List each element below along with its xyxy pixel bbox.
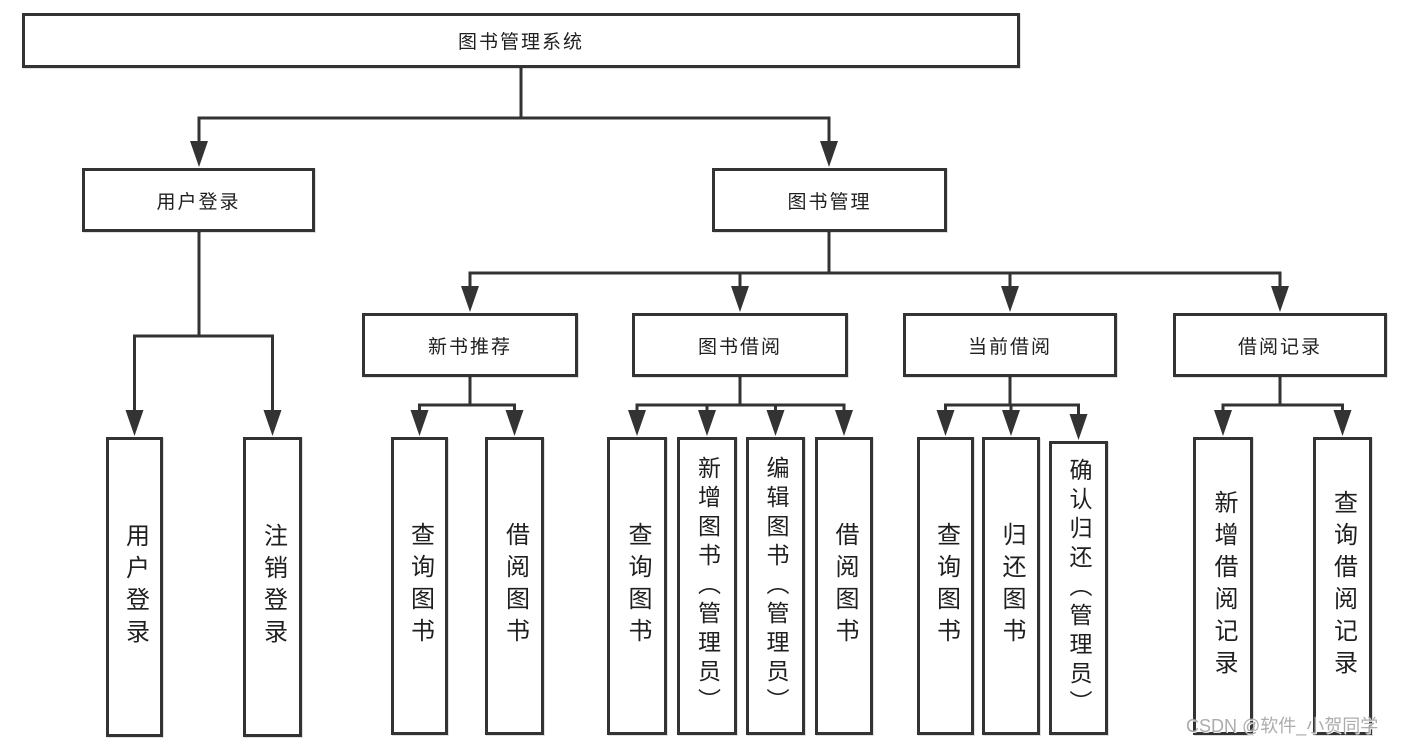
node-label: 查询图书 — [406, 522, 434, 650]
node-leaf-add-books-admin: 新增图书（管理员） — [677, 437, 737, 735]
node-label: 查询借阅记录 — [1329, 490, 1357, 682]
node-leaf-confirm-return-admin: 确认归还（管理员） — [1049, 441, 1108, 735]
node-label: 用户登录 — [121, 523, 149, 651]
node-leaf-query-borrow-record: 查询借阅记录 — [1313, 437, 1372, 735]
node-label: 编辑图书（管理员） — [763, 455, 789, 717]
node-label: 图书借阅 — [697, 336, 782, 358]
node-leaf-edit-books-admin: 编辑图书（管理员） — [746, 437, 805, 735]
node-label: 当前借阅 — [967, 336, 1052, 358]
node-root: 图书管理系统 — [22, 13, 1020, 68]
node-label: 图书管理 — [787, 191, 872, 213]
node-book-management: 图书管理 — [712, 168, 947, 232]
node-leaf-return-books: 归还图书 — [982, 437, 1040, 735]
node-label: 新书推荐 — [427, 336, 512, 358]
node-label: 查询图书 — [932, 522, 960, 650]
node-leaf-logout: 注销登录 — [243, 437, 302, 737]
node-current-borrowing: 当前借阅 — [903, 313, 1117, 377]
node-label: 确认归还（管理员） — [1066, 457, 1092, 719]
node-leaf-query-books-1: 查询图书 — [391, 437, 448, 735]
node-leaf-query-books-2: 查询图书 — [607, 437, 667, 735]
node-label: 注销登录 — [259, 523, 287, 651]
node-label: 新增借阅记录 — [1210, 490, 1237, 682]
node-leaf-query-books-3: 查询图书 — [917, 437, 974, 735]
node-label: 归还图书 — [998, 522, 1025, 650]
node-label: 借阅记录 — [1237, 336, 1322, 358]
node-new-book-recommend: 新书推荐 — [362, 313, 578, 377]
node-borrowing-records: 借阅记录 — [1173, 313, 1387, 377]
node-label: 新增图书（管理员） — [694, 455, 721, 717]
node-label: 图书管理系统 — [457, 32, 584, 53]
node-label: 借阅图书 — [831, 522, 858, 650]
node-leaf-add-borrow-record: 新增借阅记录 — [1193, 437, 1253, 735]
node-label: 查询图书 — [624, 522, 651, 650]
node-leaf-borrow-books-2: 借阅图书 — [815, 437, 873, 735]
node-book-borrowing: 图书借阅 — [632, 313, 848, 377]
node-label: 借阅图书 — [501, 522, 529, 650]
csdn-watermark: CSDN @软件_小贺同学 — [1186, 716, 1379, 736]
node-leaf-user-login: 用户登录 — [106, 437, 163, 737]
node-leaf-borrow-books-1: 借阅图书 — [485, 437, 544, 735]
node-label: 用户登录 — [156, 191, 241, 213]
node-user-login: 用户登录 — [82, 168, 315, 232]
